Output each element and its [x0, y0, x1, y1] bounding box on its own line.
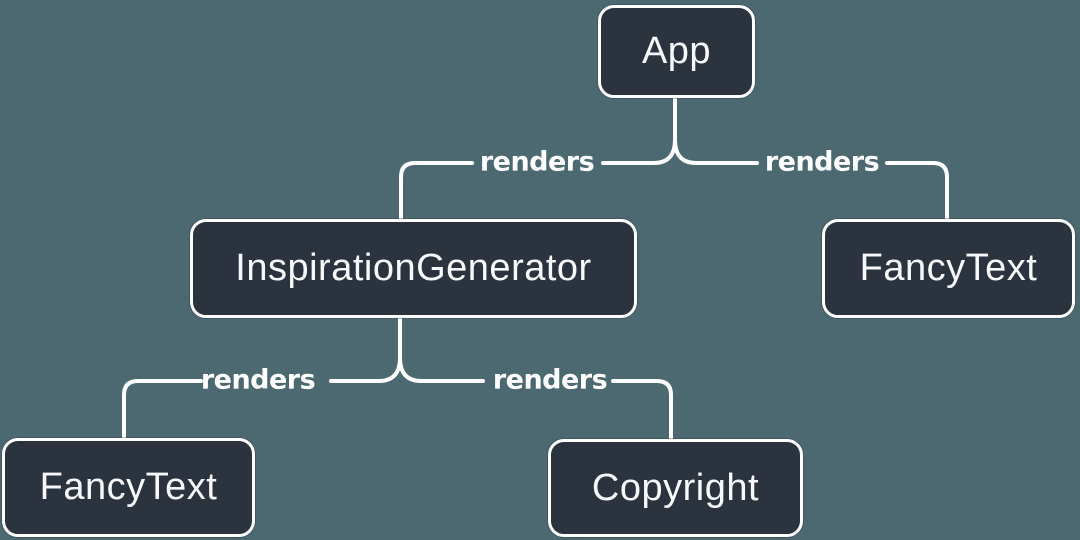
node-inspiration-generator: InspirationGenerator [190, 219, 637, 318]
node-fancy-text-left-label: FancyText [39, 466, 218, 508]
node-copyright: Copyright [548, 439, 803, 537]
connector-app-to-inspirationgenerator-a [601, 95, 677, 165]
connector-app-to-fancytext-a [673, 95, 759, 165]
edge-label-renders-app-ig: renders [479, 146, 595, 178]
edge-label-renders-ig-fancytext: renders [200, 364, 316, 396]
edge-label-renders-app-fancytext: renders [764, 146, 880, 178]
node-fancy-text-right: FancyText [822, 219, 1075, 318]
node-inspiration-generator-label: InspirationGenerator [235, 247, 592, 289]
node-fancy-text-left: FancyText [2, 438, 255, 537]
connector-ig-to-copyright-a [398, 315, 485, 383]
node-fancy-text-right-label: FancyText [859, 247, 1038, 289]
connector-ig-to-fancytext-b [122, 379, 203, 441]
connector-app-to-inspirationgenerator-b [399, 161, 474, 222]
node-app-label: App [641, 30, 712, 72]
connector-ig-to-copyright-b [611, 379, 673, 442]
edge-label-renders-ig-copyright: renders [492, 364, 608, 396]
node-copyright-label: Copyright [591, 466, 760, 509]
connector-ig-to-fancytext-a [329, 315, 402, 383]
node-app: App [598, 5, 755, 98]
connector-app-to-fancytext-b [885, 161, 949, 222]
